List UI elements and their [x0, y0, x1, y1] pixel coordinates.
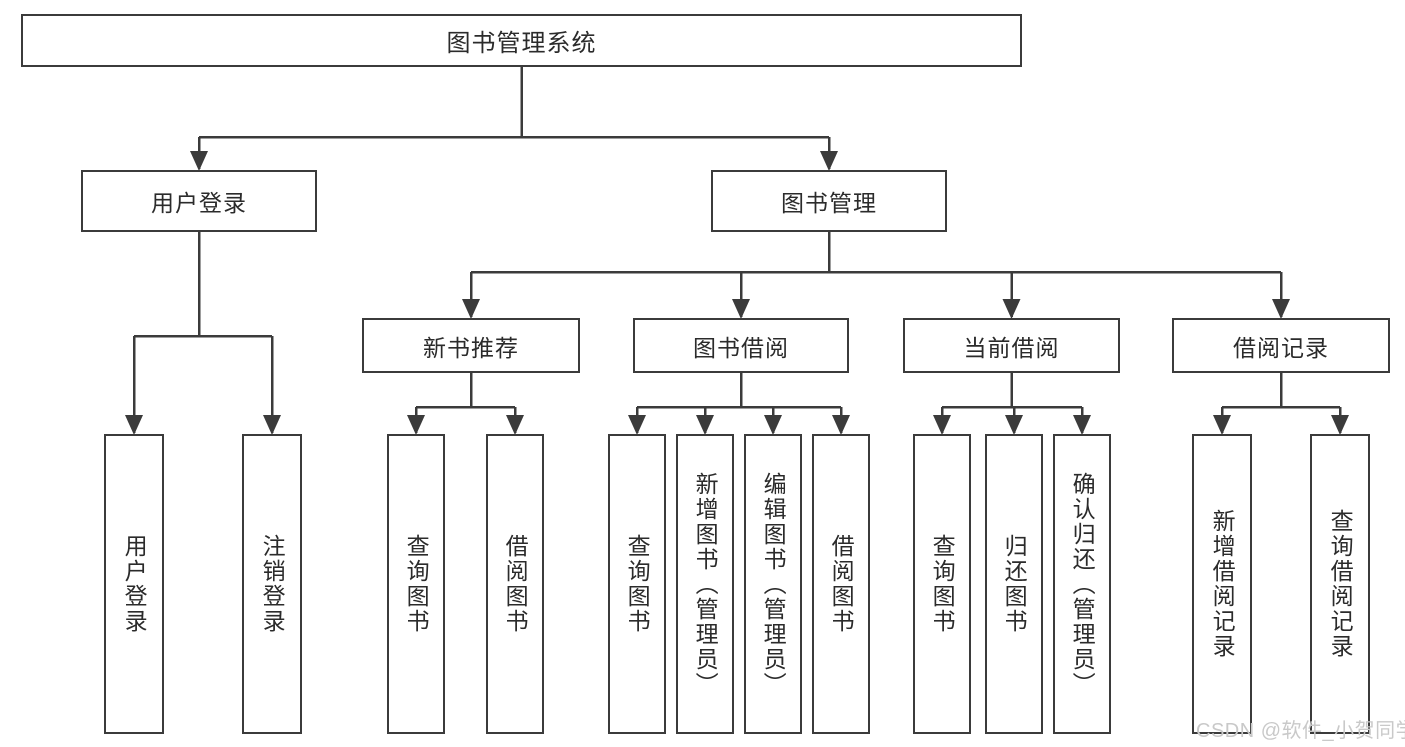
leaf-return-book[interactable]: 归还图书	[985, 434, 1043, 734]
leaf-confirm-return-admin[interactable]: 确认归还（管理员）	[1053, 434, 1111, 734]
node-label: 查询借阅记录	[1327, 509, 1354, 659]
leaf-logout[interactable]: 注销登录	[242, 434, 302, 734]
leaf-query-book-new-recommendation[interactable]: 查询图书	[387, 434, 445, 734]
node-label: 借阅图书	[828, 534, 855, 634]
node-label: 用户登录	[121, 534, 148, 634]
node-borrowing-record[interactable]: 借阅记录	[1172, 318, 1390, 373]
node-label: 编辑图书（管理员）	[760, 471, 787, 697]
node-label: 当前借阅	[963, 334, 1060, 361]
csdn-watermark: CSDN @软件_小贺同学	[1196, 720, 1405, 742]
leaf-add-book-admin[interactable]: 新增图书（管理员）	[676, 434, 734, 734]
node-label: 用户登录	[151, 190, 247, 216]
node-label: 查询图书	[403, 534, 430, 634]
node-label: 新书推荐	[423, 334, 519, 361]
node-label: 确认归还（管理员）	[1069, 471, 1096, 697]
node-label: 查询图书	[624, 534, 651, 634]
node-label: 新增借阅记录	[1209, 509, 1236, 659]
node-label: 归还图书	[1001, 534, 1028, 634]
node-book-borrowing[interactable]: 图书借阅	[633, 318, 849, 373]
node-label: 查询图书	[929, 534, 956, 634]
node-label: 借阅记录	[1233, 334, 1329, 361]
leaf-query-book-borrowing[interactable]: 查询图书	[608, 434, 666, 734]
node-label: 图书管理	[781, 190, 877, 216]
leaf-user-login[interactable]: 用户登录	[104, 434, 164, 734]
node-current-borrowing[interactable]: 当前借阅	[903, 318, 1120, 373]
leaf-edit-book-admin[interactable]: 编辑图书（管理员）	[744, 434, 802, 734]
leaf-query-borrowing-record[interactable]: 查询借阅记录	[1310, 434, 1370, 734]
node-new-book-recommendation[interactable]: 新书推荐	[362, 318, 580, 373]
leaf-add-borrowing-record[interactable]: 新增借阅记录	[1192, 434, 1252, 734]
leaf-borrow-book-new-recommendation[interactable]: 借阅图书	[486, 434, 544, 734]
node-label: 注销登录	[259, 534, 286, 634]
leaf-query-book-current[interactable]: 查询图书	[913, 434, 971, 734]
node-label: 图书管理系统	[446, 30, 597, 57]
node-user-login[interactable]: 用户登录	[81, 170, 317, 232]
node-root-book-management-system[interactable]: 图书管理系统	[21, 14, 1022, 67]
node-label: 新增图书（管理员）	[692, 471, 719, 697]
node-label: 图书借阅	[693, 334, 789, 361]
node-label: 借阅图书	[502, 534, 529, 634]
leaf-borrow-book-borrowing[interactable]: 借阅图书	[812, 434, 870, 734]
node-book-management[interactable]: 图书管理	[711, 170, 947, 232]
